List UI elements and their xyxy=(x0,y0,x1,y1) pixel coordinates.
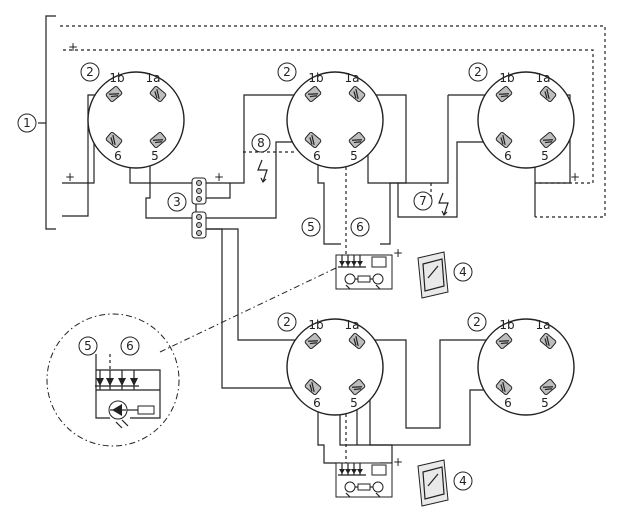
callout-indicator: 4 xyxy=(459,265,467,279)
terminal-screw-icon xyxy=(348,85,366,103)
callout-fault-7: 7 xyxy=(419,194,427,208)
terminal-screw-icon xyxy=(539,85,557,103)
terminal-label-1a: 1a xyxy=(536,71,551,85)
terminal-label-5: 5 xyxy=(350,396,358,410)
terminal-screw-icon xyxy=(304,85,322,103)
lightning-fault-icon xyxy=(257,159,268,184)
smoke-detector-base-icon: 1b 1a 6 5 xyxy=(286,71,384,169)
plus-sign: + xyxy=(68,40,78,54)
terminal-label-1a: 1a xyxy=(345,71,360,85)
terminal-label-5: 5 xyxy=(151,149,159,163)
system-bracket xyxy=(38,15,56,230)
callout-detector: 2 xyxy=(474,65,482,79)
remote-indicator-lamp-icon xyxy=(417,459,449,507)
callout-wire-5: 5 xyxy=(84,339,92,353)
callout-terminal-block: 3 xyxy=(173,195,181,209)
detail-view xyxy=(46,267,337,447)
terminal-label-6: 6 xyxy=(313,396,321,410)
terminal-screw-icon xyxy=(348,378,366,396)
terminal-label-1a: 1a xyxy=(536,318,551,332)
callout-fault-8: 8 xyxy=(257,136,265,150)
relay-module-icon xyxy=(335,254,393,290)
callout-wire-6: 6 xyxy=(126,339,134,353)
terminal-block-lower xyxy=(191,211,207,239)
terminal-label-5: 5 xyxy=(541,396,549,410)
polarity-marks: + + + + + + xyxy=(65,40,580,469)
terminal-screw-icon xyxy=(495,332,513,350)
callout-detector: 2 xyxy=(283,315,291,329)
plus-sign: + xyxy=(65,170,75,184)
plus-sign: + xyxy=(393,455,403,469)
terminal-screw-icon xyxy=(539,378,557,396)
terminal-label-6: 6 xyxy=(313,149,321,163)
plus-sign: + xyxy=(214,170,224,184)
terminal-label-1b: 1b xyxy=(308,318,323,332)
terminal-label-5: 5 xyxy=(541,149,549,163)
terminal-screw-icon xyxy=(348,332,366,350)
terminal-screw-icon xyxy=(348,131,366,149)
terminal-label-6: 6 xyxy=(504,149,512,163)
terminal-screw-icon xyxy=(539,131,557,149)
terminal-screw-icon xyxy=(539,332,557,350)
callout-detector: 2 xyxy=(473,315,481,329)
callout-detector: 2 xyxy=(283,65,291,79)
terminal-screw-icon xyxy=(495,378,513,396)
terminal-screw-icon xyxy=(149,85,167,103)
terminal-label-6: 6 xyxy=(504,396,512,410)
terminal-label-1b: 1b xyxy=(499,318,514,332)
terminal-screw-icon xyxy=(105,131,123,149)
callout-system: 1 xyxy=(23,116,31,130)
callout-wire-6: 6 xyxy=(356,220,364,234)
plus-sign: + xyxy=(570,170,580,184)
smoke-detector-base-icon: 1b 1a 6 5 xyxy=(477,318,575,416)
callout-detector: 2 xyxy=(86,65,94,79)
detectors: 1b 1a 6 5 1b 1a 6 5 1b 1a 6 5 1b 1a 6 5 1b 1a 6 5 xyxy=(87,71,575,416)
terminal-screw-icon xyxy=(304,378,322,396)
lightning-fault-icon xyxy=(438,192,449,217)
terminal-screw-icon xyxy=(495,85,513,103)
callouts: 1 2 2 2 2 2 3 4 4 5 6 5 6 7 8 xyxy=(17,62,488,491)
terminal-screw-icon xyxy=(105,85,123,103)
terminal-label-5: 5 xyxy=(350,149,358,163)
plus-sign: + xyxy=(393,246,403,260)
smoke-detector-base-icon: 1b 1a 6 5 xyxy=(477,71,575,169)
terminal-label-1b: 1b xyxy=(499,71,514,85)
terminal-block-upper xyxy=(191,177,207,205)
terminal-screw-icon xyxy=(495,131,513,149)
terminal-screw-icon xyxy=(304,332,322,350)
callout-indicator: 4 xyxy=(459,474,467,488)
smoke-detector-base-icon: 1b 1a 6 5 xyxy=(286,318,384,416)
terminal-label-1a: 1a xyxy=(345,318,360,332)
terminal-screw-icon xyxy=(304,131,322,149)
remote-indicator-lamp-icon xyxy=(417,251,449,299)
terminal-label-6: 6 xyxy=(114,149,122,163)
relay-modules xyxy=(335,254,393,498)
relay-module-icon xyxy=(335,462,393,498)
terminal-label-1a: 1a xyxy=(146,71,161,85)
terminal-label-1b: 1b xyxy=(308,71,323,85)
terminal-screw-icon xyxy=(149,131,167,149)
terminal-label-1b: 1b xyxy=(109,71,124,85)
smoke-detector-base-icon: 1b 1a 6 5 xyxy=(87,71,185,169)
callout-wire-5: 5 xyxy=(307,220,315,234)
